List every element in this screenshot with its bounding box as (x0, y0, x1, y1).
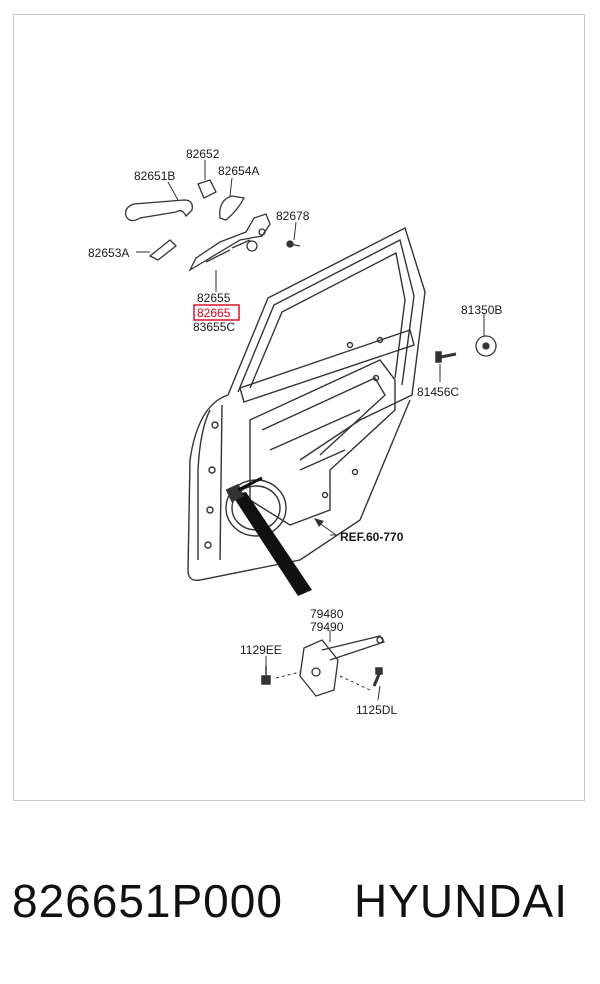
screw-82678 (286, 240, 301, 248)
bolt-1125DL (372, 667, 383, 687)
diagram-frame (13, 14, 585, 801)
label-82653A: 82653A (88, 246, 129, 260)
label-1125DL: 1125DL (356, 703, 397, 717)
screw-81456C (435, 351, 457, 363)
label-82655: 82655 (197, 291, 231, 305)
striker-81350B (475, 335, 497, 357)
label-82654A: 82654A (218, 164, 259, 178)
label-82678: 82678 (276, 209, 310, 223)
bolt-1129EE (261, 666, 271, 685)
cable-strip (232, 492, 312, 596)
label-82665: 82665 (197, 306, 231, 320)
highlight-box (193, 304, 240, 321)
label-1129EE: 1129EE (240, 643, 282, 657)
leader-lines (136, 160, 485, 701)
cap-82654A (219, 195, 245, 221)
door-checker (299, 635, 386, 697)
label-79490: 79490 (310, 620, 344, 634)
ref-arrow (314, 518, 337, 536)
part-number-caption: 826651P000 (12, 875, 283, 927)
handle-cover-82652 (197, 179, 217, 199)
label-83655C: 83655C (193, 320, 235, 334)
handle-base-82655 (188, 213, 271, 272)
label-81456C: 81456C (417, 385, 459, 399)
label-82652: 82652 (186, 147, 220, 161)
label-79480: 79480 (310, 607, 344, 621)
label-81350B: 81350B (461, 303, 502, 317)
label-82651B: 82651B (134, 169, 175, 183)
gasket-82653A (148, 239, 177, 261)
label-ref-60-770: REF.60-770 (340, 530, 404, 544)
outside-handle (125, 199, 193, 222)
door-panel (187, 226, 426, 581)
latch-connector (225, 476, 263, 503)
brand-caption: HYUNDAI (354, 875, 569, 927)
